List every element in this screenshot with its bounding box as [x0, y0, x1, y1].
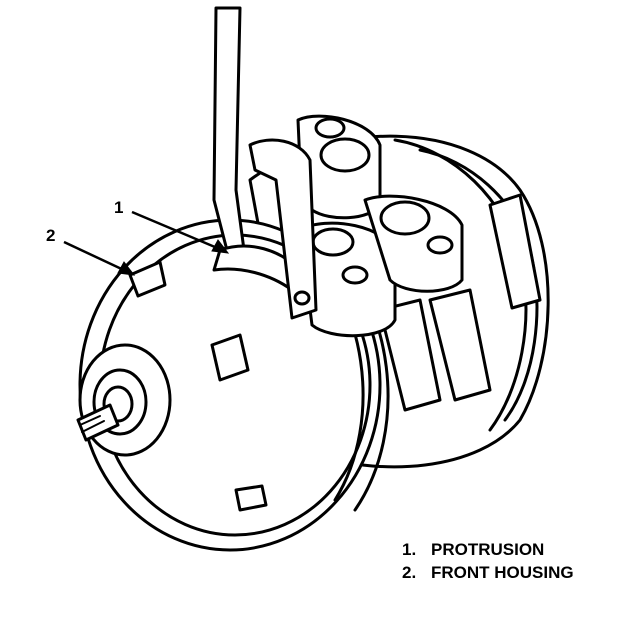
legend-item: 2. FRONT HOUSING [402, 561, 574, 584]
callout-2-arrowhead [117, 261, 136, 276]
legend-item-label: FRONT HOUSING [431, 563, 574, 582]
legend-item-label: PROTRUSION [431, 540, 545, 559]
legend-item: 1. PROTRUSION [402, 538, 574, 561]
callout-1-leader [131, 210, 223, 252]
callout-1-arrowhead [211, 239, 230, 254]
legend: 1. PROTRUSION 2. FRONT HOUSING [402, 538, 574, 584]
callout-2-leader [63, 240, 129, 274]
legend-item-number: 2. [402, 563, 417, 582]
shaft-stud [76, 403, 120, 442]
callout-1-number: 1 [114, 198, 124, 217]
callout-2-number: 2 [46, 226, 56, 245]
legend-item-number: 1. [402, 540, 417, 559]
